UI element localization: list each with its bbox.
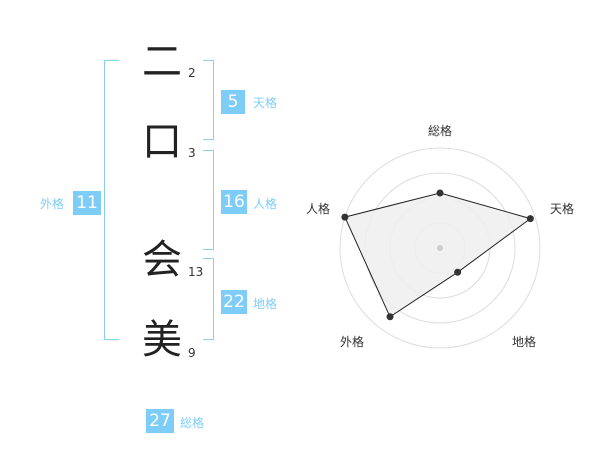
name-char-2: 口 <box>142 119 182 165</box>
soukaku-badge: 27 <box>146 409 174 433</box>
radar-shape <box>344 192 532 318</box>
radar-point-2 <box>454 268 462 276</box>
radar-center-dot <box>437 245 443 251</box>
radar-axis-label-4: 人格 <box>306 201 330 216</box>
gaikaku-badge: 11 <box>73 191 101 215</box>
stroke-count-4: 9 <box>188 346 196 360</box>
tenkaku-label: 天格 <box>253 96 278 110</box>
radar-axis-label-3: 外格 <box>340 334 364 349</box>
jinkaku-badge: 16 <box>221 190 247 214</box>
radar-axis-label-2: 地格 <box>512 334 536 349</box>
radar-points <box>341 189 534 321</box>
chikaku-badge: 22 <box>221 290 247 314</box>
stroke-count-2: 3 <box>188 146 196 160</box>
chikaku-bracket <box>203 258 214 340</box>
tenkaku-bracket <box>203 60 214 140</box>
jinkaku-label: 人格 <box>253 197 278 211</box>
radar-point-3 <box>386 313 394 321</box>
stroke-count-1: 2 <box>188 66 196 80</box>
radar-point-0 <box>436 189 444 197</box>
jinkaku-bracket <box>203 150 214 250</box>
name-char-3: 会 <box>142 237 182 283</box>
chikaku-label: 地格 <box>253 297 278 311</box>
radar-point-1 <box>526 215 534 223</box>
stroke-count-3: 13 <box>188 265 204 279</box>
tenkaku-badge: 5 <box>221 90 245 114</box>
radar-ring-4 <box>339 147 541 349</box>
radar-axis-label-0: 総格 <box>428 123 452 138</box>
name-char-4: 美 <box>142 317 182 363</box>
gaikaku-label: 外格 <box>40 197 65 211</box>
radar-point-4 <box>341 213 349 221</box>
soukaku-label: 総格 <box>180 416 205 430</box>
gaikaku-bracket <box>104 60 119 340</box>
name-char-1: 二 <box>142 39 182 85</box>
radar-axis-label-1: 天格 <box>550 201 574 216</box>
